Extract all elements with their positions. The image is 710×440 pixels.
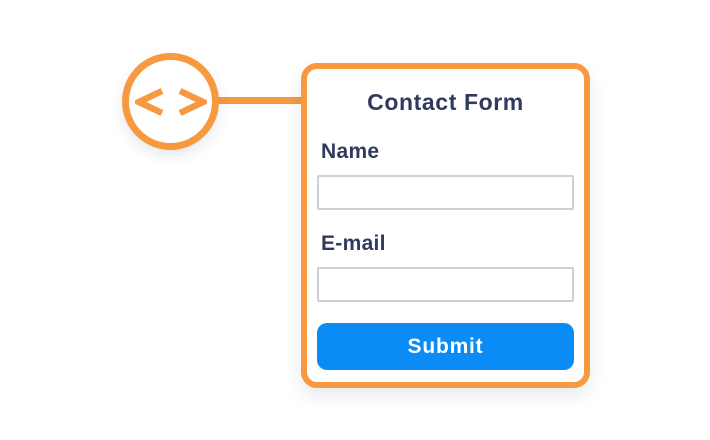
name-input[interactable] — [317, 175, 574, 211]
form-title: Contact Form — [367, 89, 524, 115]
email-input[interactable] — [317, 267, 574, 303]
name-field-label: Name — [321, 140, 380, 163]
code-badge — [122, 53, 219, 150]
submit-button[interactable]: Submit — [317, 323, 574, 370]
contact-form-card: Contact Form Name E-mail Submit — [301, 63, 590, 388]
connector-line — [212, 97, 305, 104]
email-field-label: E-mail — [321, 232, 386, 256]
code-brackets-icon — [134, 87, 207, 116]
